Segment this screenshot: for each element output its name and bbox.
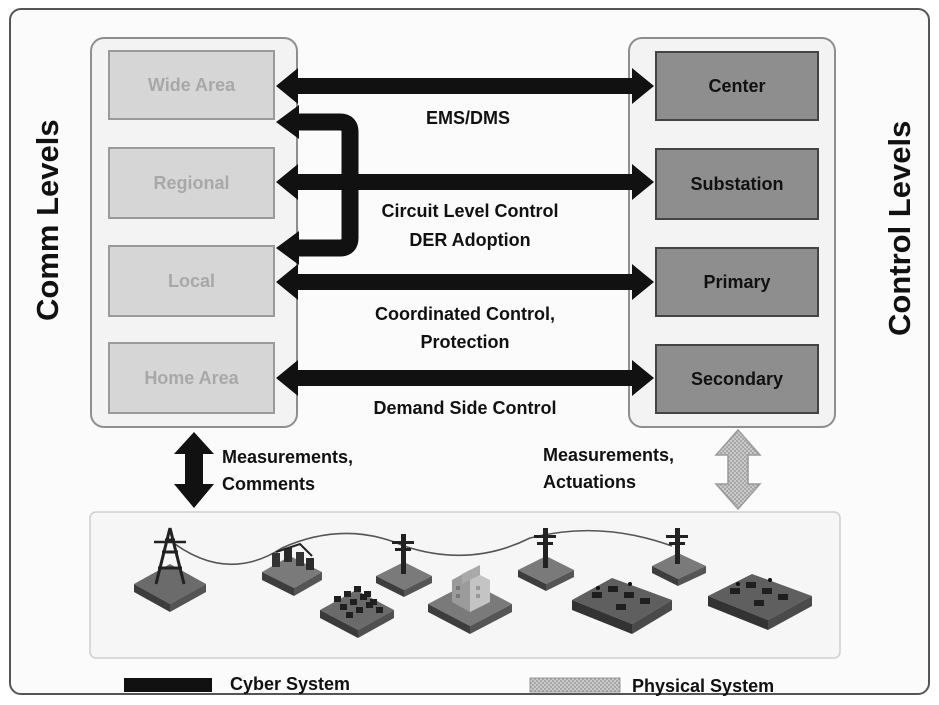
utility-pole-icon: [518, 528, 574, 591]
utility-pole-icon: [376, 534, 432, 597]
comm-level-wide-area: Wide Area: [108, 50, 275, 120]
comm-level-local: Local: [108, 245, 275, 317]
control-level-primary: Primary: [655, 247, 819, 317]
legend-cyber-label: Cyber System: [230, 674, 351, 694]
comm-level-home-area: Home Area: [108, 342, 275, 414]
physical-actuations-label: Actuations: [543, 472, 637, 492]
transmission-tower-icon: [134, 527, 206, 612]
circuit-level-arrow: [276, 164, 654, 200]
bracket-arrowhead-bottom: [276, 231, 299, 265]
comm-level-regional: Regional: [108, 147, 275, 219]
ems-dms-arrow: [276, 68, 654, 104]
control-level-substation: Substation: [655, 148, 819, 220]
bracket-arrowhead-top: [276, 105, 299, 139]
demand-side-control-label: Demand Side Control: [373, 398, 557, 418]
coordinated-control-arrow: [276, 264, 654, 300]
utility-pole-icon: [652, 528, 706, 586]
coordinated-control-label: Coordinated Control,: [375, 304, 555, 324]
der-adoption-label: DER Adoption: [409, 230, 531, 250]
solar-panels-icon: [320, 586, 394, 638]
industrial-facility-icon: [708, 574, 812, 630]
legend-physical-swatch: [529, 677, 621, 693]
protection-label: Protection: [420, 332, 510, 352]
circuit-level-control-label: Circuit Level Control: [381, 201, 559, 221]
building-icon: [428, 565, 512, 634]
control-level-center: Center: [655, 51, 819, 121]
legend-cyber-swatch: [124, 678, 212, 692]
industrial-facility-icon: [572, 578, 672, 634]
legend-physical-label: Physical System: [632, 676, 775, 696]
control-level-secondary: Secondary: [655, 344, 819, 414]
ems-dms-label: EMS/DMS: [425, 108, 510, 128]
physical-vertical-arrow: [714, 428, 762, 511]
cyber-measurements-label: Measurements,: [222, 447, 354, 467]
cyber-comments-label: Comments: [222, 474, 316, 494]
demand-side-arrow: [276, 360, 654, 396]
substation-icon: [262, 542, 322, 596]
physical-measurements-label: Measurements,: [543, 445, 675, 465]
cyber-vertical-arrow: [174, 432, 214, 508]
